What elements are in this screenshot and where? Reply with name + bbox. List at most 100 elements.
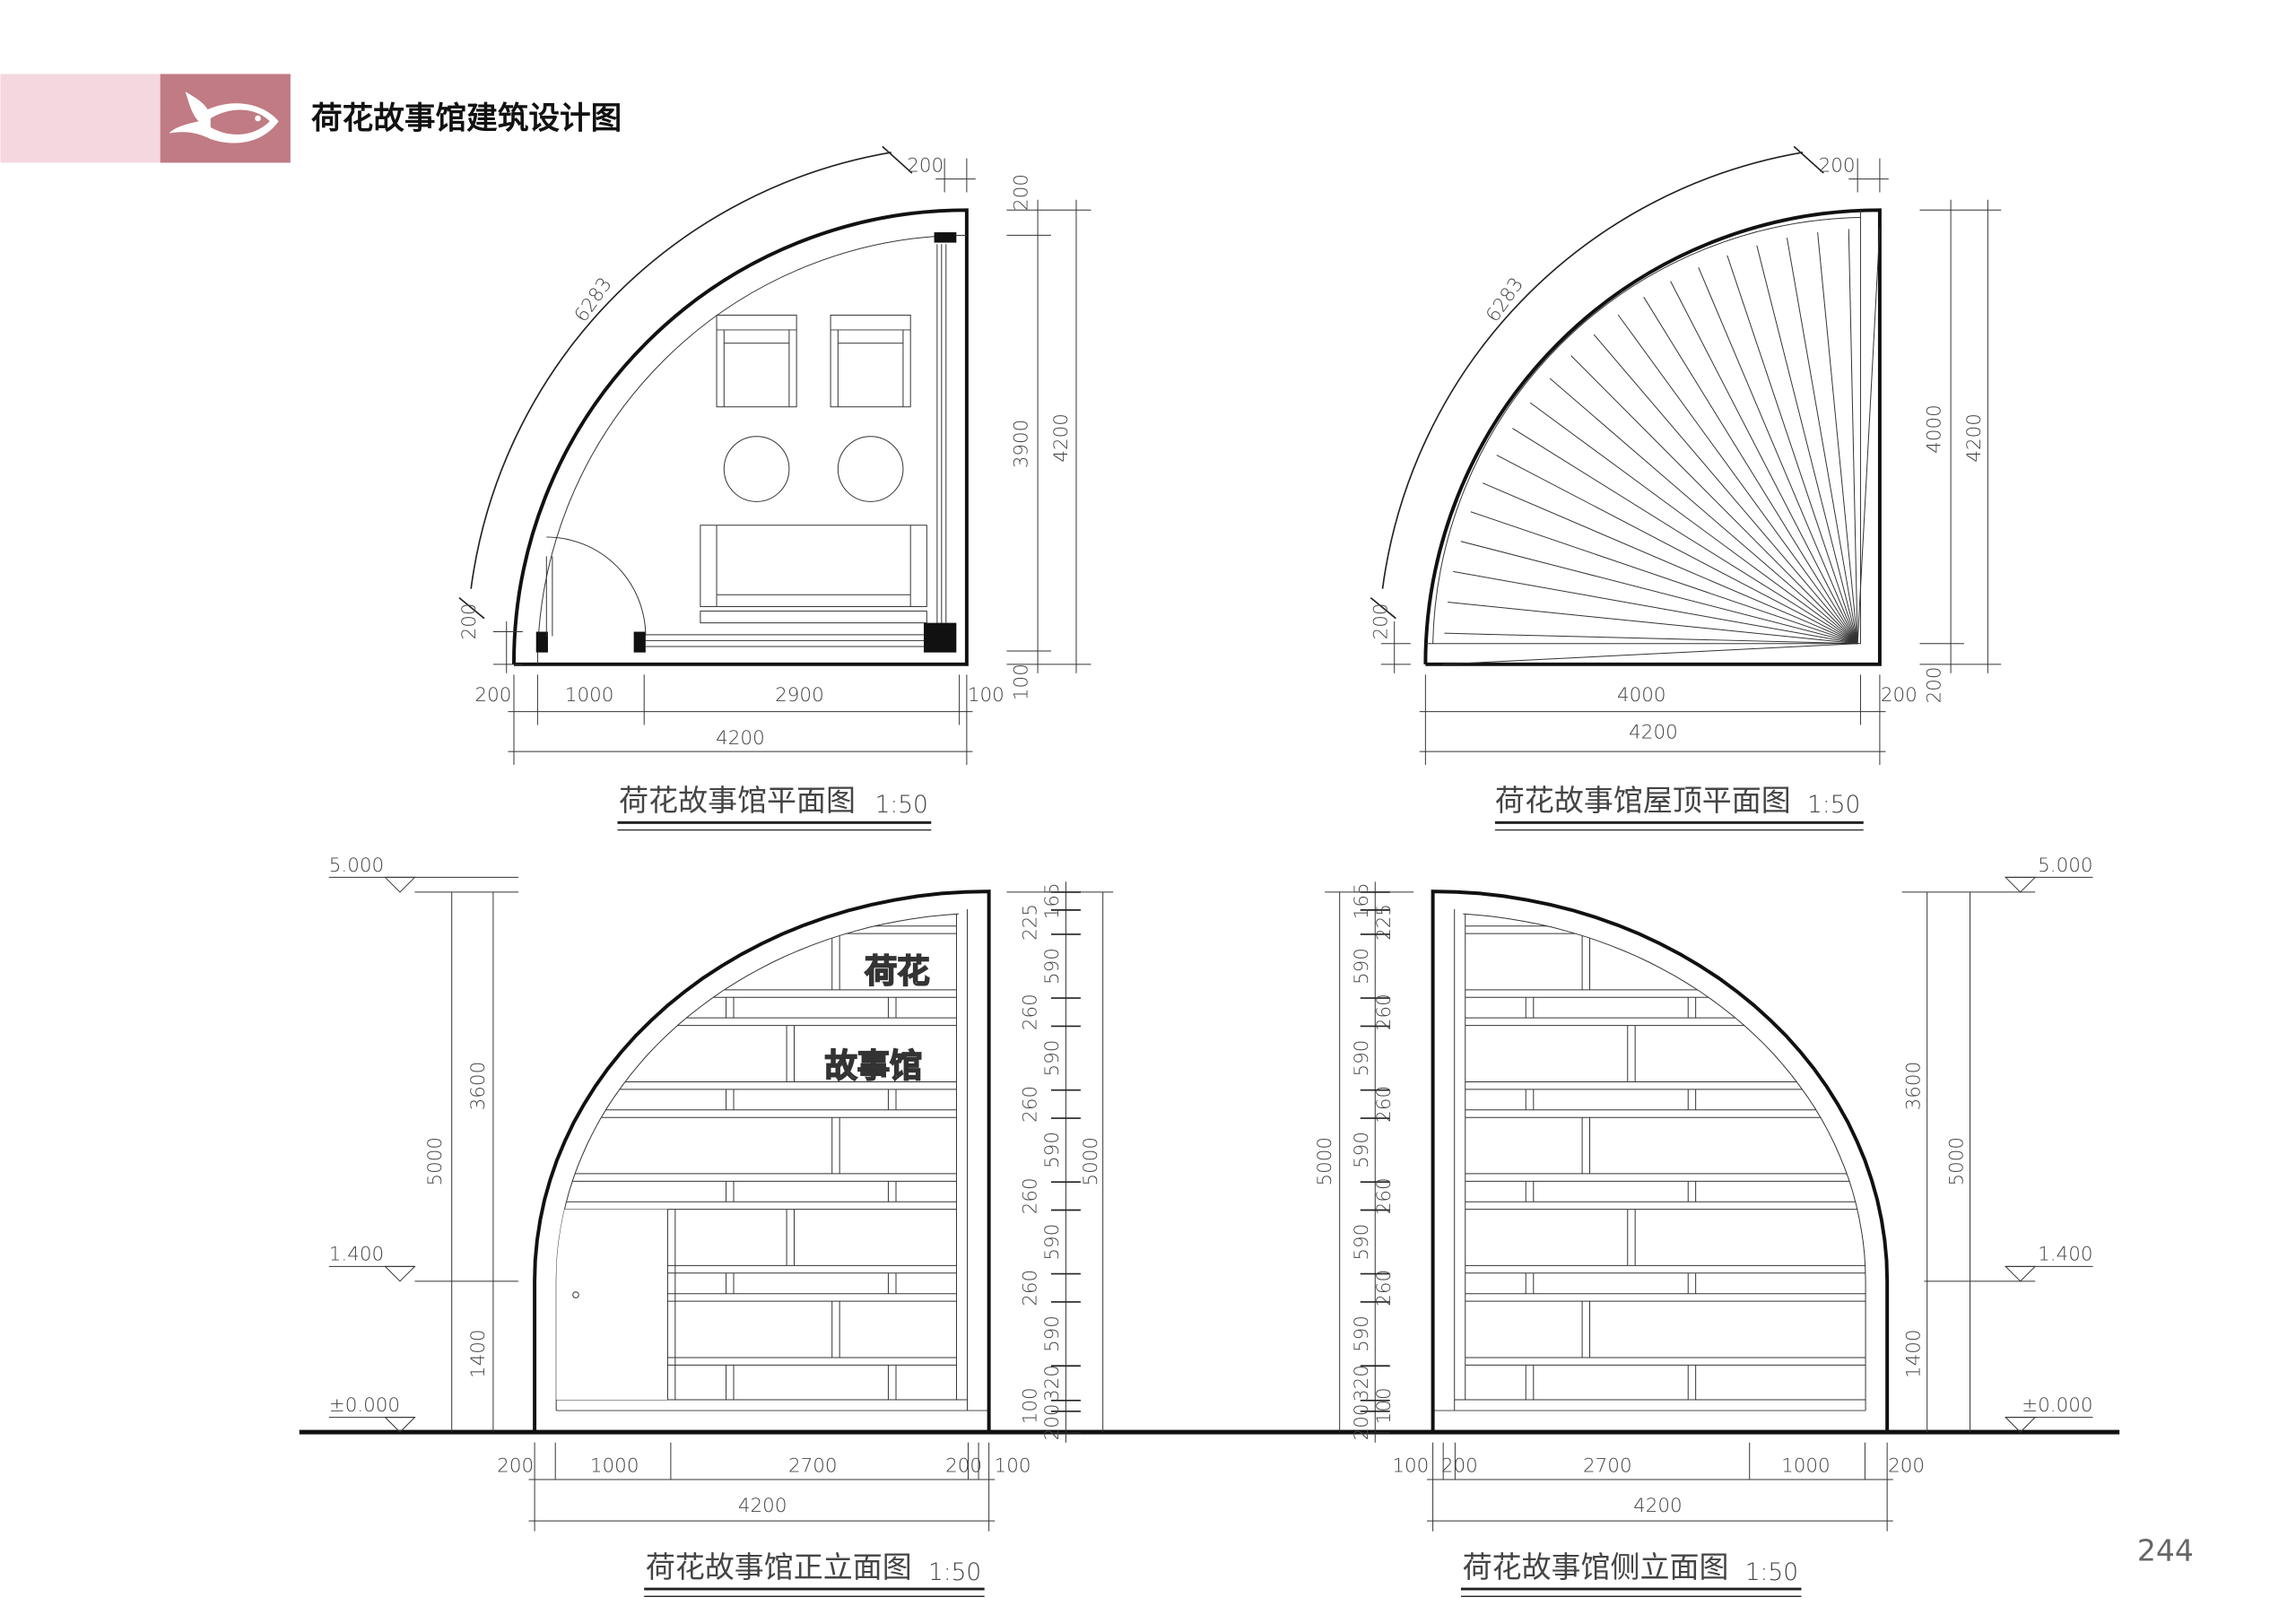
roof-scale: 1:50: [1807, 792, 1860, 819]
dim-label: 100: [968, 684, 1004, 707]
roof-plan: 6283 200 4000 4200 200 200 4000 200 4200…: [1370, 145, 2002, 831]
roof-rafter: [1549, 378, 1858, 645]
dim-label: 590: [1351, 948, 1373, 985]
roof-rafter: [1593, 334, 1858, 645]
side-elevation: 5.000 1.400 ±0.000 3600 5000 1400 165225…: [1314, 855, 2093, 1597]
dim-label: 4000: [1924, 404, 1946, 454]
dim-label: 200: [1011, 174, 1033, 211]
roof-rafter: [1453, 570, 1858, 645]
fish-logo: [160, 74, 291, 163]
sofa: [700, 525, 927, 624]
round-table: [723, 436, 790, 502]
dim-label: 4200: [1633, 1495, 1683, 1517]
dim-label: 1000: [590, 1455, 639, 1478]
sign-text: 故事馆: [825, 1046, 923, 1085]
level-mark: 1.400: [2038, 1244, 2092, 1266]
elevation-outline: [1431, 890, 1890, 1435]
dim-label: 100: [1373, 1387, 1396, 1424]
inner-wall-line: [555, 913, 960, 1411]
plan-outer-wall: [512, 208, 969, 666]
roof-rafter: [1470, 511, 1858, 645]
dim-label: 165: [1351, 882, 1373, 919]
dim-label: 260: [1373, 994, 1396, 1030]
roof-arc-dimension: [1381, 152, 1804, 589]
plan-scale: 1:50: [875, 792, 928, 819]
dim-label: 1000: [565, 684, 614, 707]
dim-label: 590: [1041, 1315, 1064, 1352]
dim-label: 4000: [1617, 684, 1666, 707]
dim-label: 4200: [716, 727, 765, 750]
inner-wall-line: [1463, 913, 1866, 1411]
floor-plan: 6283 200 200 3900 4200 100 200 200 1000 …: [458, 145, 1091, 831]
roof-rafter: [1529, 402, 1858, 645]
dim-label: 320: [1351, 1365, 1373, 1402]
dim-label: 200: [1819, 154, 1856, 177]
dim-label: 100: [1392, 1455, 1429, 1478]
plan-title: 荷花故事馆平面图: [619, 783, 856, 818]
dim-label: 590: [1041, 948, 1064, 985]
level-mark: 5.000: [329, 855, 384, 877]
dim-label: 320: [1041, 1365, 1064, 1402]
dim-label: 260: [1373, 1086, 1396, 1123]
armchair: [716, 314, 797, 408]
side-elevation-body: [1431, 890, 1890, 1435]
roof-rafter: [1848, 229, 1858, 644]
roof-rafter: [1496, 455, 1858, 645]
dim-label: 100: [1011, 664, 1033, 700]
dim-label: 1400: [1902, 1329, 1925, 1378]
dim-label: 200: [945, 1455, 982, 1478]
front-elevation-body: [533, 890, 991, 1435]
dim-label: 590: [1351, 1315, 1373, 1352]
front-title: 荷花故事馆正立面图: [646, 1549, 912, 1584]
dim-label: 4200: [1050, 413, 1073, 463]
roof-rafter: [1460, 541, 1858, 645]
roof-rafter: [1444, 632, 1858, 645]
roof-outline: [1423, 208, 1882, 666]
roof-inner-arc: [1432, 217, 1861, 644]
plan-dimension-lines: [492, 158, 1091, 766]
level-mark: 5.000: [2038, 855, 2092, 877]
dim-arc-length: 6283: [1482, 273, 1528, 326]
dim-label: 2700: [1583, 1455, 1632, 1478]
roof-rafter: [1643, 297, 1858, 644]
dim-label: 200: [497, 1455, 534, 1478]
round-table: [837, 436, 904, 502]
roof-rafter: [1443, 643, 1858, 665]
dim-label: 260: [1019, 1177, 1041, 1214]
elevation-outline: [533, 890, 991, 1435]
dim-label: 3600: [1902, 1062, 1925, 1111]
roof-rafters: [1432, 217, 1881, 665]
dim-label: 260: [1373, 1177, 1396, 1214]
dim-label: 5000: [424, 1137, 447, 1186]
dim-label: 260: [1373, 1270, 1396, 1306]
door-swing: [545, 536, 647, 637]
roof-rafter: [1857, 228, 1881, 644]
dim-label: 200: [458, 603, 481, 640]
shelf-grid: [556, 925, 957, 1401]
dim-label: 5000: [1080, 1137, 1102, 1186]
dim-label: 3900: [1011, 420, 1033, 469]
dim-label: 590: [1041, 1132, 1064, 1168]
plan-arc-dimension: [470, 152, 891, 589]
roof-rafter: [1617, 314, 1858, 645]
dim-label: 3600: [467, 1062, 490, 1111]
dim-label: 2900: [775, 684, 824, 707]
roof-rafter: [1483, 482, 1858, 645]
dim-label: 100: [995, 1455, 1031, 1478]
dim-label: 590: [1041, 1224, 1064, 1261]
dim-label: 4200: [738, 1495, 787, 1517]
armchair: [830, 314, 911, 408]
dim-label: 590: [1351, 1132, 1373, 1168]
door: [556, 1209, 668, 1401]
dim-label: 200: [1888, 1455, 1925, 1478]
dim-label: 1000: [1781, 1455, 1831, 1478]
plan-inner-wall: [536, 234, 967, 664]
dim-label: 2700: [788, 1455, 838, 1478]
dim-label: 4200: [1629, 721, 1678, 743]
level-mark: 1.400: [329, 1244, 384, 1266]
door-knob: [572, 1291, 579, 1298]
dim-label: 100: [1019, 1387, 1041, 1424]
front-scale: 1:50: [928, 1559, 981, 1586]
dim-label: 5000: [1314, 1137, 1336, 1186]
